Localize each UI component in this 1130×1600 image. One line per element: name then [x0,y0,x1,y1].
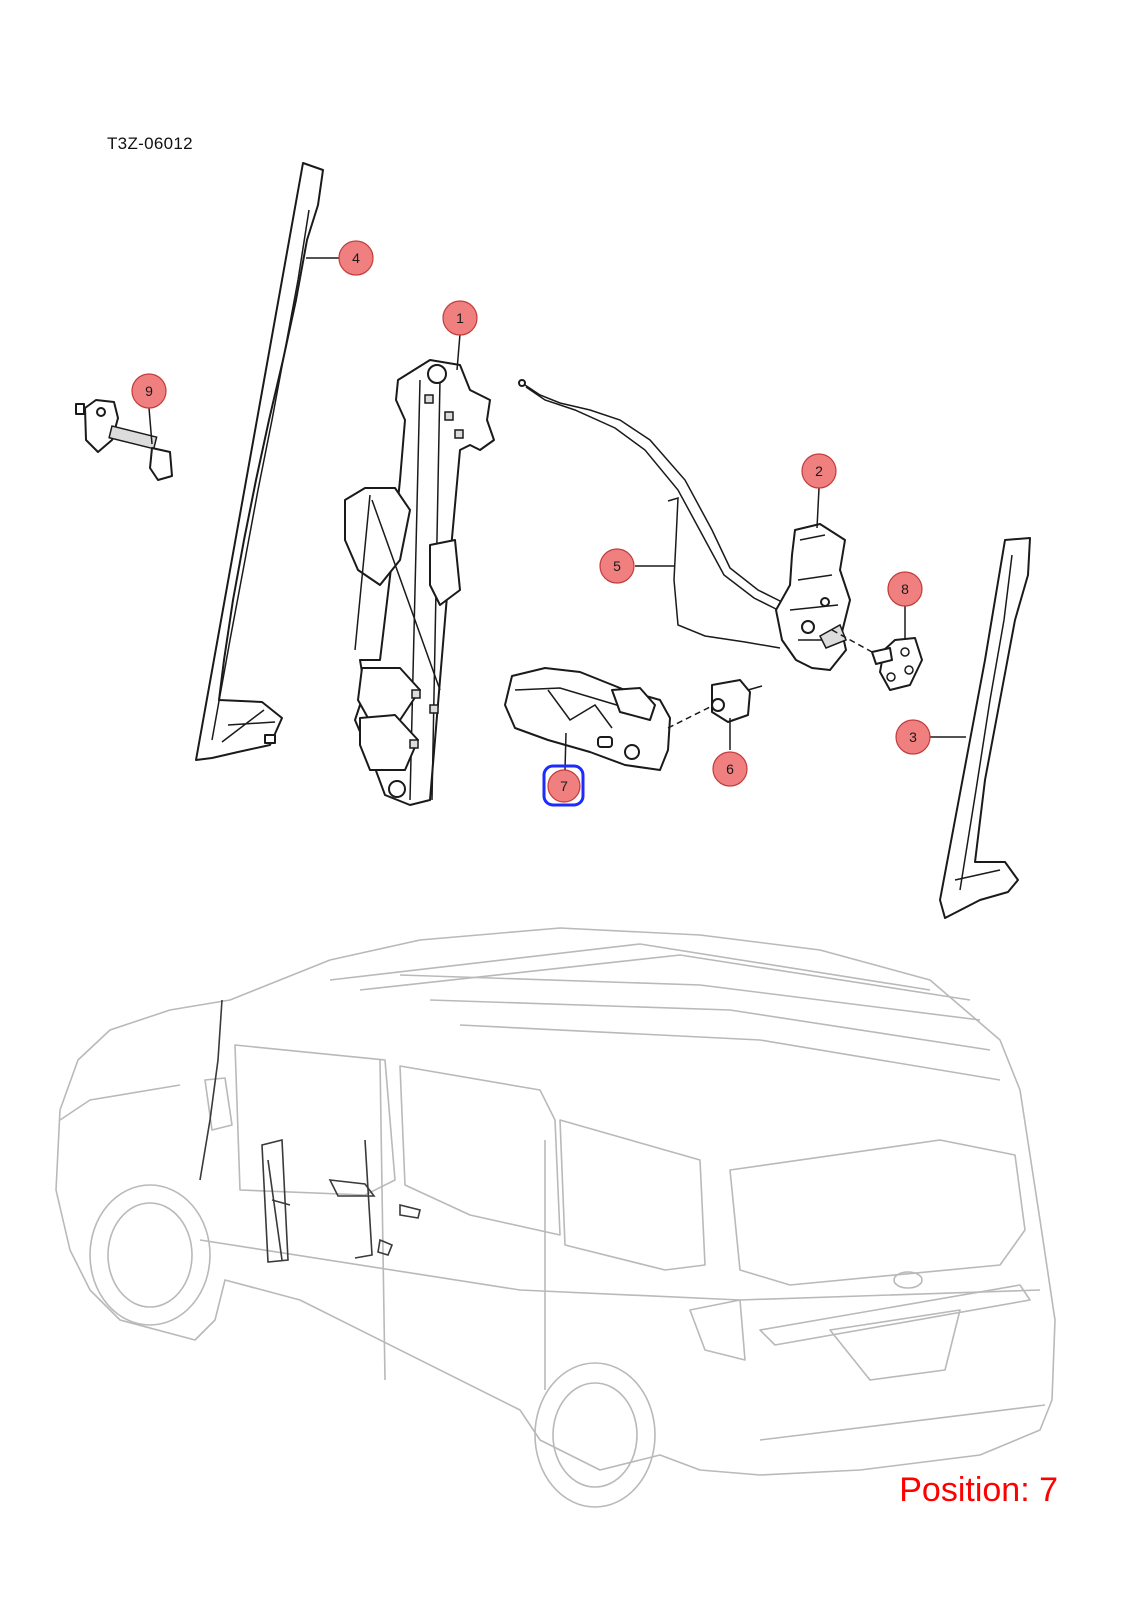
callout-2-label: 2 [815,463,823,479]
callout-3-label: 3 [909,729,917,745]
callout-4-label: 4 [352,250,360,266]
outside-door-handle [504,667,671,771]
callout-2[interactable]: 2 [801,453,837,489]
callout-7[interactable]: 7 [542,764,585,807]
callout-5[interactable]: 5 [599,548,635,584]
callout-6[interactable]: 6 [712,751,748,787]
callout-7-label: 7 [560,778,568,794]
callout-6-label: 6 [726,761,734,777]
drawing-code: T3Z-06012 [107,134,193,153]
striker-plate [831,629,923,691]
callout-4[interactable]: 4 [338,240,374,276]
door-check-strap [75,399,173,481]
front-glass-run-channel [195,162,324,761]
selected-callout-highlight [542,764,585,807]
lock-cable [518,379,783,611]
position-label: Position: 7 [899,1471,1058,1509]
window-regulator [344,359,495,806]
rear-glass-run-channel [939,537,1031,919]
callout-9[interactable]: 9 [131,373,167,409]
callout-1[interactable]: 1 [442,300,478,336]
callout-8[interactable]: 8 [887,571,923,607]
lock-rod [667,496,781,649]
leader-lines [148,257,966,771]
lock-cylinder [667,679,763,729]
van-locator-illustration [55,927,1056,1508]
callout-9-label: 9 [145,383,153,399]
callout-5-label: 5 [613,558,621,574]
callout-8-label: 8 [901,581,909,597]
door-lock [775,523,851,671]
callout-1-label: 1 [456,310,464,326]
callout-3[interactable]: 3 [895,719,931,755]
